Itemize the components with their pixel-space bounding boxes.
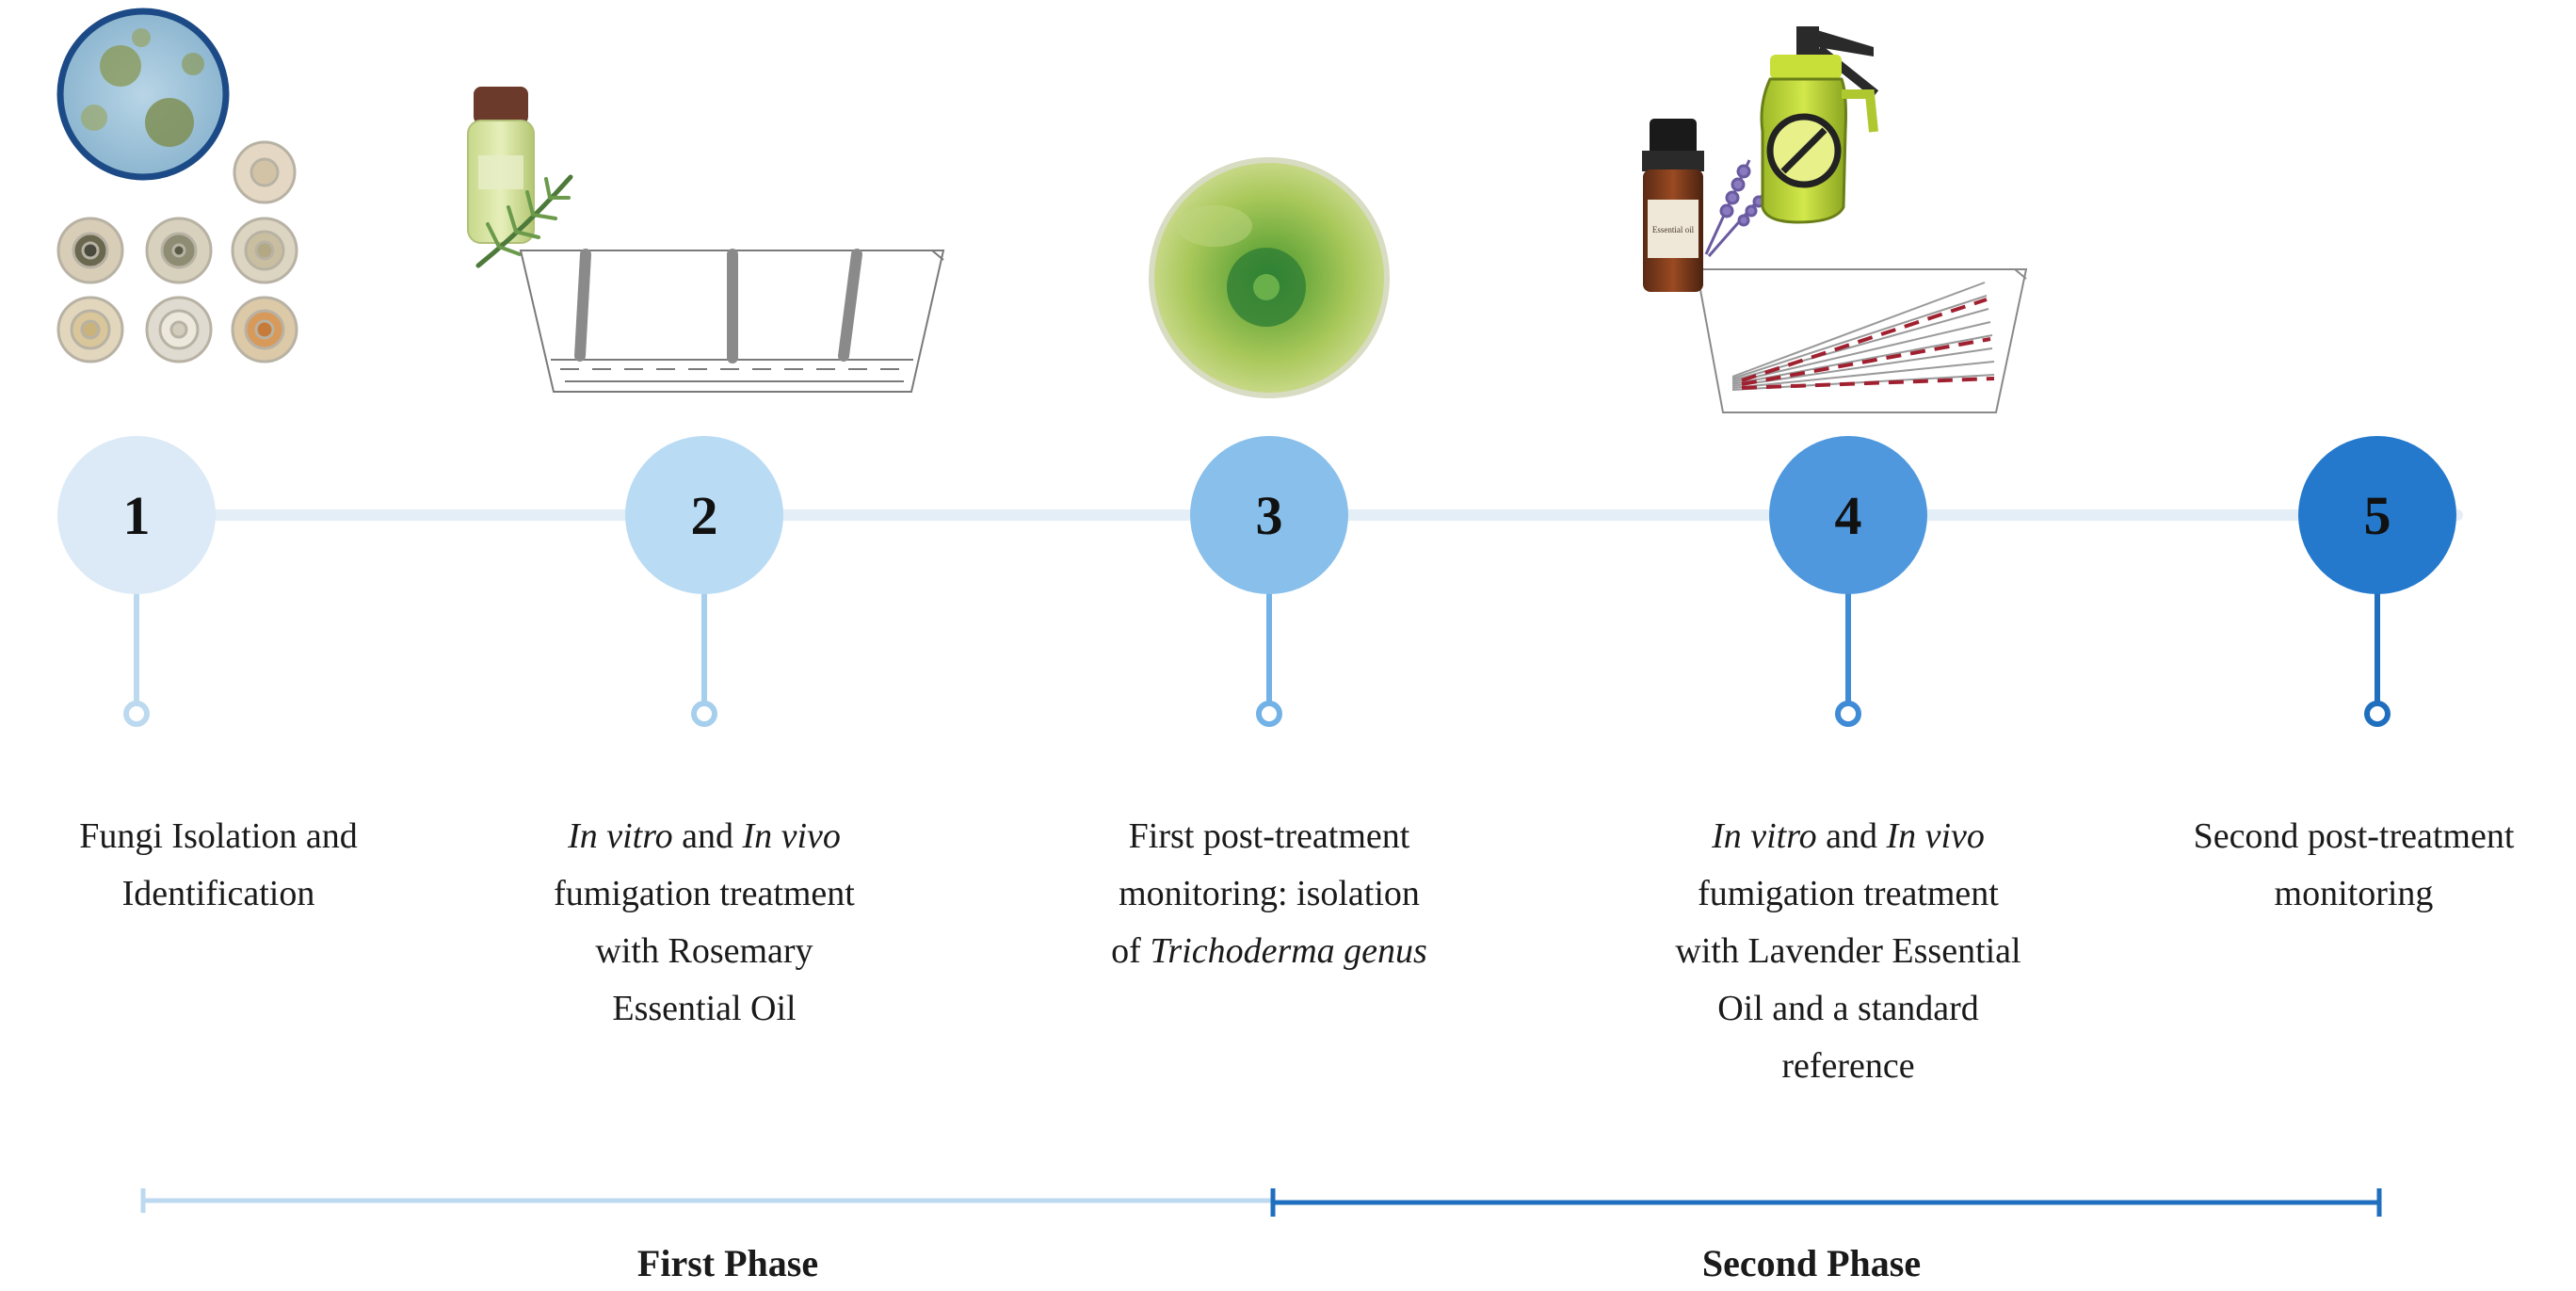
step-2-text-part-0: In vitro bbox=[568, 816, 673, 856]
step-4-text-part-4: fumigation treatment bbox=[1698, 874, 1999, 913]
second-phase-label: Second Phase bbox=[1701, 1242, 1922, 1284]
step-circle-4 bbox=[1769, 436, 1927, 594]
step-circle-5 bbox=[2298, 436, 2456, 594]
step-ring-2 bbox=[691, 701, 717, 727]
step-2-text-part-2: In vivo bbox=[742, 816, 841, 856]
first-phase-label: First Phase bbox=[636, 1242, 819, 1284]
phase-bar bbox=[140, 1188, 2382, 1217]
step-5-text-part-2: monitoring bbox=[2274, 874, 2434, 913]
step-circle-3 bbox=[1190, 436, 1348, 594]
step-1-text-part-0: Fungi Isolation and bbox=[79, 816, 358, 856]
step-2-text-part-6: with Rosemary bbox=[595, 931, 813, 971]
step-description-4: In vitro and In vivo fumigation treatment… bbox=[1632, 808, 2065, 1095]
step-2-text-part-4: fumigation treatment bbox=[554, 874, 855, 913]
step-node-1: 1 bbox=[57, 436, 216, 727]
step-ring-1 bbox=[123, 701, 150, 727]
step-circle-2 bbox=[625, 436, 783, 594]
step-ring-3 bbox=[1256, 701, 1282, 727]
step-1-text-part-2: Identification bbox=[121, 874, 315, 913]
step-3-text-part-5: Trichoderma genus bbox=[1150, 931, 1427, 971]
step-description-5: Second post-treatment monitoring bbox=[2137, 808, 2570, 923]
step-ring-4 bbox=[1835, 701, 1861, 727]
step-4-text-part-0: In vitro bbox=[1712, 816, 1817, 856]
step-3-text-part-2: monitoring: isolation bbox=[1119, 874, 1420, 913]
step-ring-5 bbox=[2364, 701, 2391, 727]
step-2-text-part-8: Essential Oil bbox=[612, 989, 797, 1028]
petri-dish-illustration bbox=[56, 8, 298, 363]
step-circle-1 bbox=[57, 436, 216, 594]
lavender-fumigation-illustration: Essential oil bbox=[1642, 26, 2028, 413]
step-3-text-part-4: of bbox=[1111, 931, 1151, 971]
step-node-2: 2 bbox=[625, 436, 783, 727]
step-description-2: In vitro and In vivo fumigation treatment… bbox=[488, 808, 921, 1038]
step-description-3: First post-treatment monitoring: isolatio… bbox=[1053, 808, 1486, 980]
step-5-text-part-0: Second post-treatment bbox=[2193, 816, 2515, 856]
step-number-5: 5 bbox=[2364, 485, 2391, 546]
trichoderma-dish-illustration bbox=[1149, 157, 1390, 398]
step-number-1: 1 bbox=[123, 485, 151, 546]
step-4-text-part-2: In vivo bbox=[1886, 816, 1985, 856]
step-number-3: 3 bbox=[1256, 485, 1283, 546]
rosemary-fumigation-illustration bbox=[467, 87, 945, 393]
step-node-3: 3 bbox=[1190, 436, 1348, 727]
step-node-5: 5 bbox=[2298, 436, 2456, 727]
step-4-text-part-1: and bbox=[1816, 816, 1887, 856]
step-2-text-part-1: and bbox=[672, 816, 743, 856]
step-number-4: 4 bbox=[1835, 485, 1862, 546]
step-4-text-part-6: with Lavender Essential bbox=[1675, 931, 2021, 971]
step-node-4: 4 bbox=[1769, 436, 1927, 727]
step-3-text-part-0: First post-treatment bbox=[1128, 816, 1410, 856]
essential-oil-bottle-label: Essential oil bbox=[1652, 225, 1695, 234]
step-4-text-part-8: Oil and a standard bbox=[1717, 989, 1979, 1028]
step-number-2: 2 bbox=[691, 485, 718, 546]
step-4-text-part-10: reference bbox=[1781, 1046, 1915, 1086]
